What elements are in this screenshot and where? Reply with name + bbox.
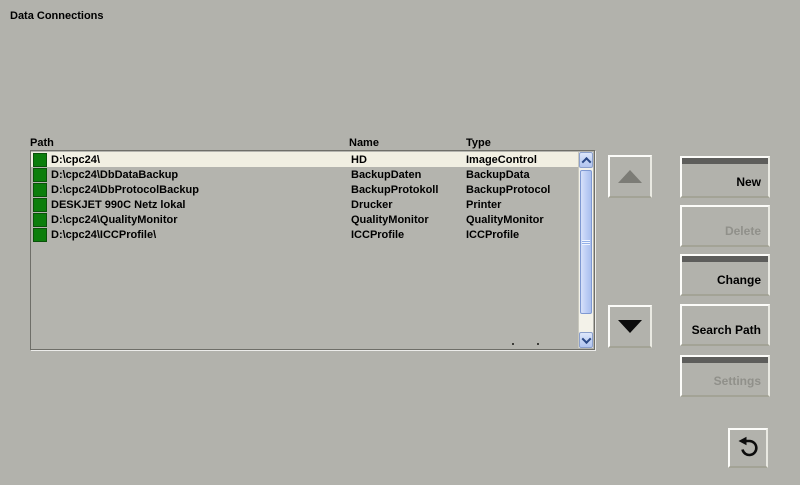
move-up-button[interactable] [608, 155, 652, 198]
search-path-button-label: Search Path [691, 323, 761, 337]
delete-button-label: Delete [724, 224, 761, 238]
green-square-status-icon [33, 227, 47, 242]
column-header-type: Type [466, 137, 491, 149]
data-connections-list: D:\cpc24\ HD ImageControl D:\cpc24\DbDat… [30, 150, 595, 350]
search-path-button[interactable]: Search Path [680, 304, 770, 346]
scrollbar-grip-icon [582, 239, 590, 245]
button-top-bar [682, 357, 768, 363]
cell-path: D:\cpc24\ [51, 153, 100, 166]
list-scrollbar[interactable] [578, 152, 593, 348]
new-button-label: New [736, 175, 761, 189]
return-arrow-icon [738, 436, 758, 457]
change-button-label: Change [716, 273, 761, 287]
cell-path: D:\cpc24\DbProtocolBackup [51, 183, 199, 196]
triangle-down-icon [618, 320, 642, 333]
list-item[interactable]: D:\cpc24\DbDataBackup BackupDaten Backup… [31, 167, 578, 182]
move-down-button[interactable] [608, 305, 652, 348]
green-square-status-icon [33, 152, 47, 167]
cell-path: D:\cpc24\ICCProfile\ [51, 228, 157, 241]
cell-path: D:\cpc24\DbDataBackup [51, 168, 179, 181]
list-item[interactable]: DESKJET 990C Netz lokal Drucker Printer [31, 197, 578, 212]
cell-name: QualityMonitor [351, 213, 429, 226]
cell-type: BackupData [466, 168, 530, 181]
cell-type: ImageControl [466, 153, 537, 166]
green-square-status-icon [33, 182, 47, 197]
settings-button-label: Settings [713, 374, 761, 388]
cell-name: BackupProtokoll [351, 183, 439, 196]
chevron-down-icon [581, 333, 591, 344]
cell-name: HD [351, 153, 367, 166]
scrollbar-down-button[interactable] [579, 332, 593, 348]
page-title: Data Connections [10, 10, 104, 22]
list-artifact-dot [512, 343, 514, 345]
cell-type: QualityMonitor [466, 213, 544, 226]
scrollbar-thumb[interactable] [580, 170, 592, 314]
button-top-bar [682, 158, 768, 164]
cell-name: ICCProfile [351, 228, 405, 241]
list-rows: D:\cpc24\ HD ImageControl D:\cpc24\DbDat… [31, 152, 578, 242]
list-item[interactable]: D:\cpc24\DbProtocolBackup BackupProtokol… [31, 182, 578, 197]
cell-name: Drucker [351, 198, 393, 211]
cell-name: BackupDaten [351, 168, 422, 181]
new-button[interactable]: New [680, 156, 770, 198]
change-button[interactable]: Change [680, 254, 770, 296]
green-square-status-icon [33, 167, 47, 182]
column-header-name: Name [349, 137, 379, 149]
cell-path: D:\cpc24\QualityMonitor [51, 213, 178, 226]
scrollbar-up-button[interactable] [579, 152, 593, 168]
column-header-path: Path [30, 137, 54, 149]
cell-type: ICCProfile [466, 228, 520, 241]
settings-button[interactable]: Settings [680, 355, 770, 397]
triangle-up-icon [618, 170, 642, 183]
cell-type: BackupProtocol [466, 183, 551, 196]
button-top-bar [682, 256, 768, 262]
cell-path: DESKJET 990C Netz lokal [51, 198, 186, 211]
list-artifact-dot [537, 343, 539, 345]
back-button[interactable] [728, 428, 768, 468]
list-item[interactable]: D:\cpc24\QualityMonitor QualityMonitor Q… [31, 212, 578, 227]
chevron-up-icon [581, 156, 591, 167]
list-item[interactable]: D:\cpc24\ HD ImageControl [31, 152, 578, 167]
green-square-status-icon [33, 197, 47, 212]
delete-button[interactable]: Delete [680, 205, 770, 247]
green-square-status-icon [33, 212, 47, 227]
cell-type: Printer [466, 198, 502, 211]
list-item[interactable]: D:\cpc24\ICCProfile\ ICCProfile ICCProfi… [31, 227, 578, 242]
